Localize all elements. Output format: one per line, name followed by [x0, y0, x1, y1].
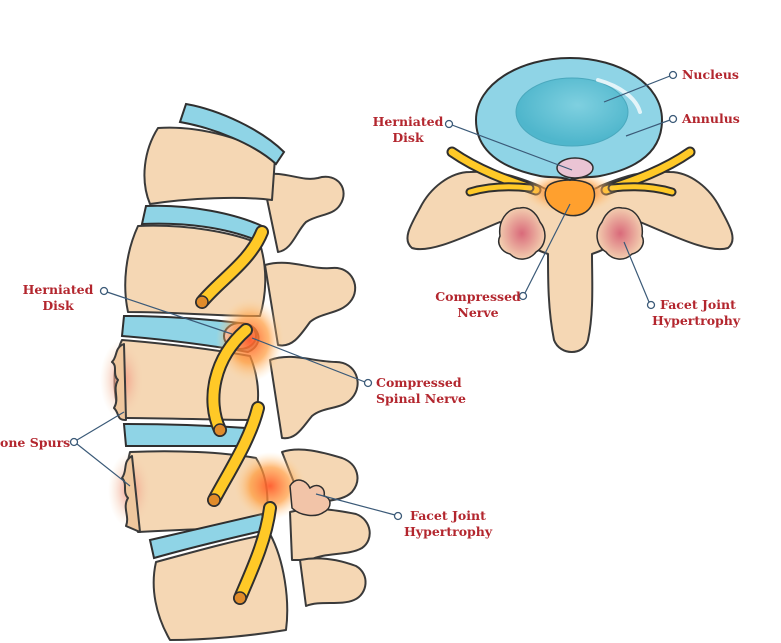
bone-spur-upper [111, 343, 127, 421]
side-view-spine [100, 102, 371, 641]
leader-lines [69, 70, 678, 521]
disk-4 [122, 422, 248, 448]
top-view-vertebra [406, 56, 734, 353]
disk-1 [178, 102, 286, 166]
label-nucleus: Nucleus [682, 67, 739, 82]
spinal-nerves [195, 225, 277, 605]
label-bone-spurs: one Spurs [0, 435, 70, 450]
posterior-processes [261, 172, 371, 607]
vertebra-1 [143, 126, 276, 205]
bone-spur-lower [121, 455, 141, 533]
nucleus [515, 77, 629, 147]
facet-hypertrophy-top-right [596, 206, 644, 260]
label-annulus: Annulus [681, 111, 740, 126]
facet-hypertrophy-top-left [498, 206, 546, 260]
vertebra-top-body [406, 170, 734, 353]
compressed-nerve-top [544, 179, 596, 217]
